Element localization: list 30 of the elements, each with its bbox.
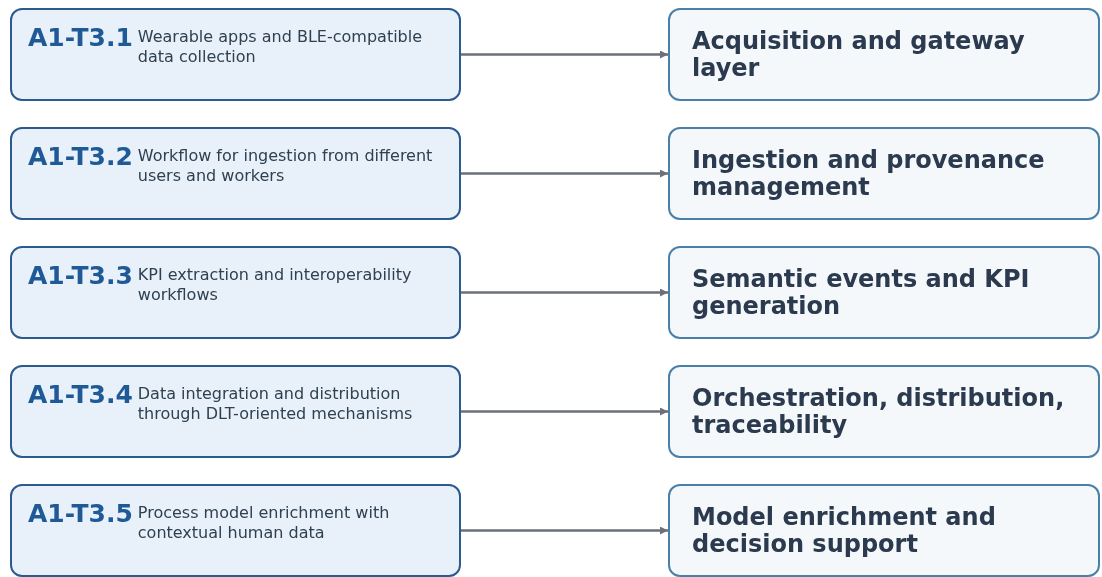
layer-box	[668, 8, 1100, 101]
arrow	[461, 526, 668, 535]
layer-box	[668, 246, 1100, 339]
task-box	[10, 484, 461, 577]
arrow	[461, 288, 668, 297]
task-id: A1-T3.1	[28, 24, 133, 52]
layer-title: Ingestion and provenance management	[692, 147, 1046, 200]
layer-title: Acquisition and gateway layer	[692, 28, 1026, 81]
arrow	[461, 169, 668, 178]
layer-title: Orchestration, distribution, traceability	[692, 385, 1066, 438]
arrow	[461, 407, 668, 416]
layer-box	[668, 127, 1100, 220]
task-id: A1-T3.2	[28, 143, 133, 171]
task-box	[10, 8, 461, 101]
task-description: KPI extraction and interoperability workflows	[137, 264, 413, 305]
task-description: Wearable apps and BLE-compatible data collection	[137, 26, 424, 67]
task-box	[10, 365, 461, 458]
task-box	[10, 127, 461, 220]
task-id: A1-T3.3	[28, 262, 133, 290]
task-box	[10, 246, 461, 339]
layer-box	[668, 484, 1100, 577]
layer-title: Model enrichment and decision support	[692, 504, 997, 557]
task-description: Process model enrichment with contextual human data	[137, 502, 391, 543]
task-id: A1-T3.5	[28, 500, 133, 528]
layer-box	[668, 365, 1100, 458]
task-description: Data integration and distribution through DLT-oriented mechanisms	[137, 383, 414, 424]
task-id: A1-T3.4	[28, 381, 133, 409]
arrow	[461, 50, 668, 59]
task-description: Workflow for ingestion from different users and workers	[137, 145, 434, 186]
layer-title: Semantic events and KPI generation	[692, 266, 1031, 319]
